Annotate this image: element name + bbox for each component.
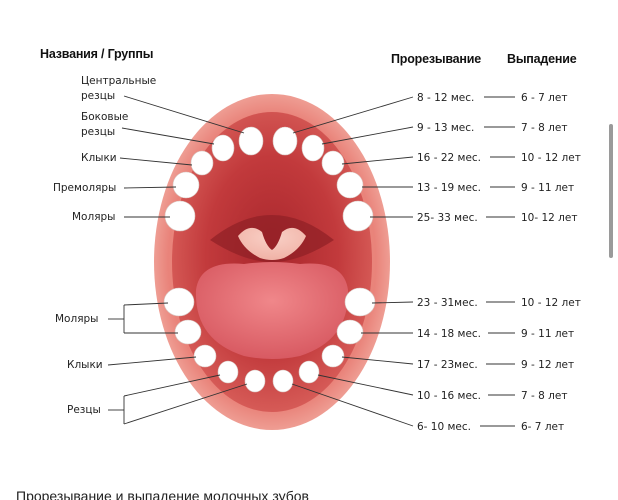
lower-central-incisor-left [244,369,266,393]
uvula [238,227,306,260]
upper-teeth [164,126,374,232]
caption-text: Прорезывание и выпадение молочных зубов [16,488,309,500]
lower-molar-right [344,287,376,317]
lower-canine-eruption: 17 - 23мес. [417,359,478,371]
upper-canine-loss: 10 - 12 лет [521,152,581,164]
label-upper-premolars: Премоляры [53,182,116,194]
upper-molar-loss: 10- 12 лет [521,212,577,224]
left-leader-lines [107,95,248,425]
upper-canine-left [190,150,214,176]
upper-canine-right [321,150,345,176]
upper-canine-eruption: 16 - 22 мес. [417,152,481,164]
label-lower-canines: Клыки [67,359,103,371]
upper-lateral-incisor-right [301,134,325,162]
upper-lateral-eruption: 9 - 13 мес. [417,122,474,134]
label-upper-lateral-line2: резцы [81,126,115,138]
label-lower-incisors: Резцы [67,404,101,416]
lower-canine-right [321,344,345,368]
lower-central-incisor-right [272,369,294,393]
upper-central-incisor-right [272,126,298,156]
lower-teeth [163,287,376,393]
lower-central-loss: 6- 7 лет [521,421,564,433]
upper-molar-right [342,200,374,232]
lower-canine-left [193,344,217,368]
scrollbar[interactable] [609,124,613,258]
tongue [195,262,349,359]
header-loss: Выпадение [507,52,577,66]
label-upper-molars: Моляры [72,211,115,223]
lower-lateral-eruption: 10 - 16 мес. [417,390,481,402]
lower-lateral-incisor-right [298,360,320,384]
upper-premolar-right [336,171,364,199]
label-lower-molars: Моляры [55,313,98,325]
lower-central-eruption: 6- 10 мес. [417,421,471,433]
upper-molar-eruption: 25- 33 мес. [417,212,478,224]
upper-lateral-incisor-left [211,134,235,162]
label-upper-lateral-line1: Боковые [81,111,128,123]
upper-lateral-loss: 7 - 8 лет [521,122,567,134]
lower-premolar-left [174,319,202,345]
upper-central-loss: 6 - 7 лет [521,92,567,104]
label-upper-canines: Клыки [81,152,117,164]
mouth-illustration [154,94,390,430]
upper-central-eruption: 8 - 12 мес. [417,92,474,104]
lower-premolar-eruption: 14 - 18 мес. [417,328,481,340]
upper-premolar-left [172,171,200,199]
lower-canine-loss: 9 - 12 лет [521,359,574,371]
lower-premolar-loss: 9 - 11 лет [521,328,574,340]
right-leader-lines [291,96,515,427]
lower-molar-eruption: 23 - 31мес. [417,297,478,309]
header-eruption: Прорезывание [391,52,481,66]
lower-lateral-loss: 7 - 8 лет [521,390,567,402]
lower-molar-loss: 10 - 12 лет [521,297,581,309]
header-groups: Названия / Группы [40,47,153,61]
lower-molar-left [163,287,195,317]
upper-premolar-loss: 9 - 11 лет [521,182,574,194]
lower-lateral-incisor-left [217,360,239,384]
throat [210,215,334,262]
upper-central-incisor-left [238,126,264,156]
lower-premolar-right [336,319,364,345]
label-upper-central-line2: резцы [81,90,115,102]
label-upper-central-line1: Центральные [81,75,156,87]
upper-premolar-eruption: 13 - 19 мес. [417,182,481,194]
upper-molar-left [164,200,196,232]
